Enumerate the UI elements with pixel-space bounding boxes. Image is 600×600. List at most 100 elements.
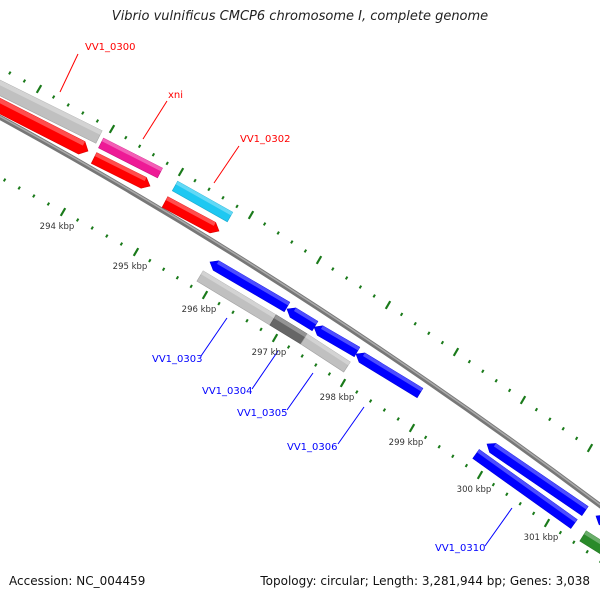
minor-tick-inner — [17, 186, 21, 190]
minor-tick-outer — [165, 161, 169, 166]
feature-VV1_0302-cds[interactable] — [161, 196, 220, 234]
label-leader-line — [200, 317, 228, 357]
label-leader-line — [251, 350, 279, 390]
label-VV1_0300[interactable]: VV1_0300 — [59, 42, 136, 93]
feature-VV1_0302-gene[interactable] — [171, 180, 234, 223]
feature-VV1_0303-cds[interactable] — [209, 260, 291, 313]
minor-tick-outer — [331, 267, 335, 271]
minor-tick-inner — [585, 549, 589, 554]
feature-label-text: VV1_0306 — [287, 442, 338, 453]
tick-label: 301 kbp — [524, 533, 559, 543]
minor-tick-outer — [440, 340, 445, 345]
minor-tick-outer — [534, 407, 539, 412]
tick-label: 299 kbp — [389, 438, 424, 448]
backbone — [0, 114, 600, 509]
minor-tick-inner — [286, 345, 291, 349]
tick-label: 296 kbp — [182, 305, 217, 315]
feature-VV1_0306-cds[interactable] — [355, 352, 424, 399]
feature-highlight — [0, 80, 103, 135]
minor-tick-inner — [382, 408, 387, 412]
feature-VV1_0305-cds[interactable] — [313, 325, 361, 358]
feature-label-text: VV1_0304 — [202, 386, 253, 397]
label-VV1_0302[interactable]: VV1_0302 — [213, 134, 291, 184]
minor-tick-inner — [300, 354, 304, 358]
minor-tick-outer — [561, 426, 565, 431]
minor-tick-inner — [314, 363, 318, 367]
minor-tick-outer — [372, 294, 376, 298]
feature-highlight — [321, 325, 360, 351]
label-VV1_0306[interactable]: VV1_0306 — [287, 406, 365, 453]
label-VV1_0310[interactable]: VV1_0310 — [435, 507, 513, 554]
minor-tick-outer — [290, 240, 294, 244]
feature-VV1_0309-cds[interactable] — [486, 443, 589, 516]
feature-highlight — [274, 314, 308, 338]
feature-VV1_0310-cds[interactable] — [472, 449, 578, 529]
feature-highlight — [293, 307, 318, 325]
major-tick-inner — [132, 247, 140, 257]
minor-tick-outer — [303, 249, 308, 253]
minor-tick-outer — [262, 222, 267, 226]
minor-tick-inner — [505, 492, 509, 497]
major-tick-inner — [543, 518, 551, 528]
tick-marks — [2, 71, 600, 563]
minor-tick-outer — [494, 378, 498, 383]
minor-tick-outer — [276, 231, 280, 235]
major-tick-inner — [408, 423, 416, 433]
genome-summary-text: Topology: circular; Length: 3,281,944 bp… — [260, 574, 590, 588]
feature-highlight — [584, 530, 600, 545]
major-tick-inner — [476, 470, 484, 480]
minor-tick-inner — [105, 234, 109, 238]
feature-body — [595, 515, 600, 526]
label-leader-line — [286, 372, 314, 411]
feature-xni-gene[interactable] — [98, 137, 163, 179]
feature-body — [486, 443, 589, 516]
minor-tick-outer — [548, 417, 552, 422]
label-VV1_0305[interactable]: VV1_0305 — [237, 372, 314, 419]
major-tick-outer — [108, 124, 116, 134]
minor-tick-outer — [221, 195, 225, 200]
minor-tick-outer — [358, 285, 363, 289]
feature-label-text: VV1_0302 — [240, 134, 291, 145]
feature-VV1_0300-cds[interactable] — [0, 95, 89, 155]
minor-tick-inner — [161, 267, 166, 272]
feature-label-text: VV1_0303 — [152, 354, 203, 365]
minor-tick-outer — [8, 71, 12, 75]
label-xni[interactable]: xni — [142, 90, 183, 140]
tick-label: 298 kbp — [320, 393, 355, 403]
minor-tick-outer — [51, 95, 56, 99]
minor-tick-inner — [396, 417, 400, 421]
tick-label: 300 kbp — [457, 485, 492, 495]
feature-VV1_0305-gene[interactable] — [300, 333, 351, 373]
major-tick-outer — [247, 210, 255, 220]
major-tick-outer — [384, 300, 392, 310]
feature-next-gene[interactable] — [579, 530, 600, 561]
label-VV1_0303[interactable]: VV1_0303 — [152, 317, 228, 365]
minor-tick-inner — [32, 194, 36, 198]
label-leader-line — [59, 53, 79, 93]
label-VV1_0304[interactable]: VV1_0304 — [202, 350, 279, 397]
minor-tick-outer — [81, 111, 85, 115]
minor-tick-inner — [423, 435, 428, 440]
major-tick-outer — [452, 347, 460, 357]
tick-label: 295 kbp — [113, 262, 148, 272]
major-tick-outer — [519, 395, 527, 405]
feature-next-cds[interactable] — [595, 515, 600, 533]
minor-tick-inner — [175, 275, 180, 280]
major-tick-outer — [315, 255, 323, 265]
minor-tick-outer — [151, 152, 156, 157]
minor-tick-inner — [437, 444, 441, 449]
minor-tick-outer — [22, 79, 27, 83]
feature-VV1_0304-cds[interactable] — [286, 307, 319, 332]
minor-tick-outer — [399, 312, 404, 317]
feature-highlight — [493, 443, 589, 510]
feature-xni-cds[interactable] — [90, 152, 151, 189]
minor-tick-outer — [235, 204, 239, 209]
feature-VV1_0300-gene[interactable] — [0, 77, 103, 144]
minor-tick-inner — [518, 501, 522, 506]
minor-tick-outer — [137, 144, 142, 149]
minor-tick-outer — [207, 187, 211, 192]
minor-tick-inner — [259, 327, 263, 332]
feature-label-text: VV1_0305 — [237, 408, 288, 419]
feature-highlight — [362, 352, 423, 392]
